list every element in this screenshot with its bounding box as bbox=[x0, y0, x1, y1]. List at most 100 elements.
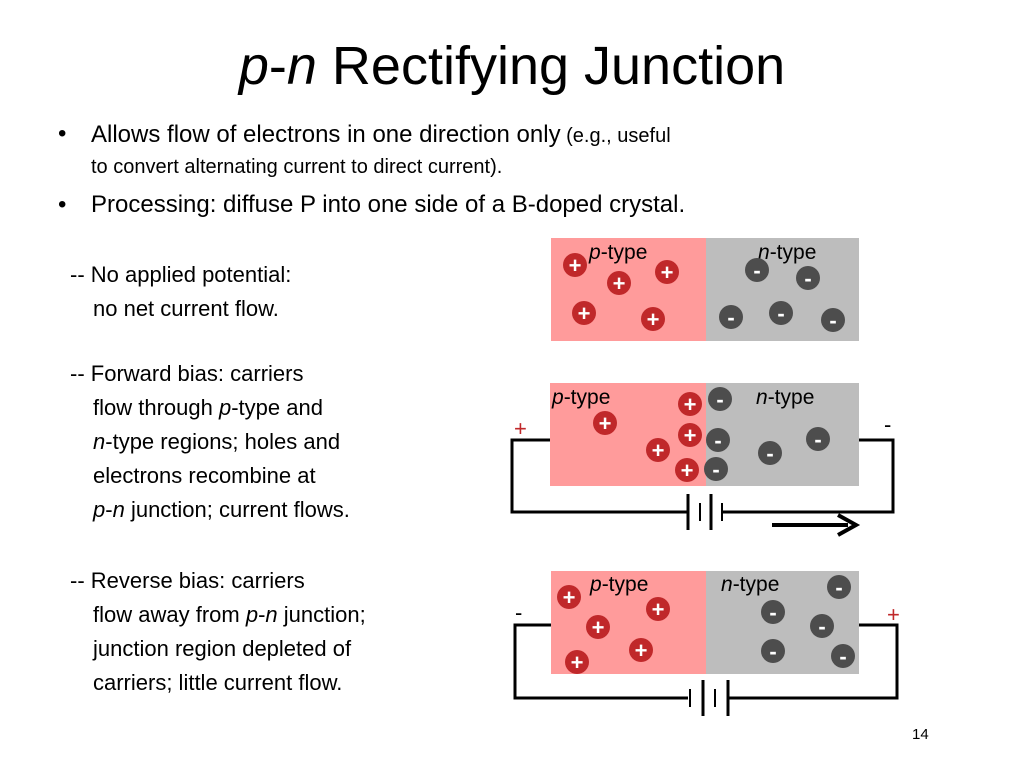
forward-line-3-b: -type regions; holes and bbox=[105, 429, 341, 454]
terminal-plus: + bbox=[887, 602, 900, 627]
electron-carrier: - bbox=[831, 644, 855, 669]
electron-sign: - bbox=[814, 427, 821, 452]
diagram-forward-bias: p-type n-type + - bbox=[510, 383, 895, 537]
hole-sign: + bbox=[578, 301, 591, 326]
electron-sign: - bbox=[804, 266, 811, 291]
hole-carrier: + bbox=[563, 253, 587, 278]
forward-line-5: p-n junction; current flows. bbox=[70, 493, 350, 527]
circuit-wire-right bbox=[728, 623, 899, 700]
forward-line-2-b: -type and bbox=[231, 395, 323, 420]
hole-sign: + bbox=[563, 585, 576, 610]
reverse-line-2-b: junction; bbox=[277, 602, 366, 627]
carriers: +++++++++++++++--------------- bbox=[557, 253, 855, 675]
reverse-line-2-d: - bbox=[258, 602, 266, 627]
p-type-label: p-type bbox=[551, 386, 610, 409]
forward-line-2-i: p bbox=[218, 395, 232, 420]
forward-line-2-a: flow through bbox=[93, 395, 219, 420]
electron-sign: - bbox=[714, 428, 721, 453]
bullet-2: • Processing: diffuse P into one side of… bbox=[58, 189, 938, 221]
hole-sign: + bbox=[684, 392, 697, 417]
hole-sign: + bbox=[681, 458, 694, 483]
electron-carrier: - bbox=[806, 427, 830, 452]
hole-sign: + bbox=[652, 438, 665, 463]
current-arrow-icon bbox=[772, 513, 861, 537]
terminal-minus: - bbox=[884, 412, 891, 437]
terminal-minus: - bbox=[515, 600, 522, 625]
electron-sign: - bbox=[818, 614, 825, 639]
hole-carrier: + bbox=[557, 585, 581, 610]
electron-carrier: - bbox=[719, 305, 743, 330]
forward-line-4: electrons recombine at bbox=[93, 463, 316, 488]
electron-sign: - bbox=[716, 387, 723, 412]
electron-carrier: - bbox=[758, 441, 782, 466]
electron-carrier: - bbox=[706, 428, 730, 453]
hole-sign: + bbox=[684, 423, 697, 448]
forward-line-2: flow through p-type and bbox=[70, 391, 350, 425]
hole-carrier: + bbox=[565, 650, 589, 675]
diagram-no-bias: p-type n-type bbox=[551, 238, 859, 341]
reverse-line-2: flow away from p-n junction; bbox=[70, 598, 366, 632]
bullet-2-text: Processing: diffuse P into one side of a… bbox=[91, 191, 686, 218]
electron-carrier: - bbox=[745, 258, 769, 283]
electron-sign: - bbox=[769, 600, 776, 625]
hole-sign: + bbox=[661, 260, 674, 285]
battery-icon bbox=[686, 494, 723, 530]
electron-carrier: - bbox=[827, 575, 851, 600]
electron-carrier: - bbox=[761, 639, 785, 664]
electron-sign: - bbox=[769, 639, 776, 664]
title-n: n bbox=[286, 36, 317, 96]
hole-sign: + bbox=[635, 638, 648, 663]
n-type-label: n-type bbox=[758, 241, 816, 264]
hole-carrier: + bbox=[678, 423, 702, 448]
hole-sign: + bbox=[569, 253, 582, 278]
forward-bias-text: -- Forward bias: carriers flow through p… bbox=[70, 357, 350, 527]
forward-line-5-i1: p bbox=[93, 497, 106, 522]
p-type-label: p-type bbox=[588, 241, 647, 264]
circuit-wire-left bbox=[513, 623, 688, 700]
title-p: p bbox=[238, 36, 269, 96]
electron-carrier: - bbox=[704, 457, 728, 482]
electron-sign: - bbox=[829, 308, 836, 333]
hole-carrier: + bbox=[646, 597, 670, 622]
title-dash: - bbox=[268, 36, 287, 96]
circuit-wire-left bbox=[510, 438, 688, 514]
hole-carrier: + bbox=[675, 458, 699, 483]
hole-sign: + bbox=[599, 411, 612, 436]
n-type-label: n-type bbox=[756, 386, 814, 409]
electron-sign: - bbox=[766, 441, 773, 466]
electron-sign: - bbox=[777, 301, 784, 326]
hole-carrier: + bbox=[629, 638, 653, 663]
bullet-1: • Allows flow of electrons in one direct… bbox=[58, 118, 938, 181]
n-type-label: n-type bbox=[721, 573, 779, 596]
reverse-line-2-a: flow away from bbox=[93, 602, 246, 627]
hole-carrier: + bbox=[586, 615, 610, 640]
hole-sign: + bbox=[592, 615, 605, 640]
title-rest: Rectifying Junction bbox=[316, 36, 786, 96]
electron-carrier: - bbox=[761, 600, 785, 625]
electron-carrier: - bbox=[796, 266, 820, 291]
forward-line-3-i: n bbox=[93, 429, 106, 454]
bullet-list: • Allows flow of electrons in one direct… bbox=[58, 118, 938, 221]
electron-sign: - bbox=[835, 575, 842, 600]
forward-line-5-i2: n bbox=[112, 497, 125, 522]
no-bias-text: -- No applied potential: no net current … bbox=[70, 258, 291, 326]
bullet-1-paren: (e.g., useful bbox=[560, 125, 671, 147]
reverse-line-3: junction region depleted of bbox=[93, 636, 352, 661]
reverse-line-1: -- Reverse bias: carriers bbox=[70, 568, 305, 593]
hole-carrier: + bbox=[607, 271, 631, 296]
electron-carrier: - bbox=[821, 308, 845, 333]
forward-line-5-d: - bbox=[105, 497, 113, 522]
hole-carrier: + bbox=[641, 307, 665, 332]
forward-line-5-b: junction; current flows. bbox=[124, 497, 350, 522]
page-title: p-n Rectifying Junction bbox=[0, 34, 1024, 98]
electron-carrier: - bbox=[810, 614, 834, 639]
bullet-dot: • bbox=[58, 120, 67, 147]
bullet-1-main: Allows flow of electrons in one directio… bbox=[91, 121, 561, 148]
hole-carrier: + bbox=[655, 260, 679, 285]
electron-sign: - bbox=[712, 457, 719, 482]
reverse-line-2-i1: p bbox=[245, 602, 259, 627]
forward-line-1: -- Forward bias: carriers bbox=[70, 361, 304, 386]
hole-carrier: + bbox=[593, 411, 617, 436]
electron-carrier: - bbox=[769, 301, 793, 326]
